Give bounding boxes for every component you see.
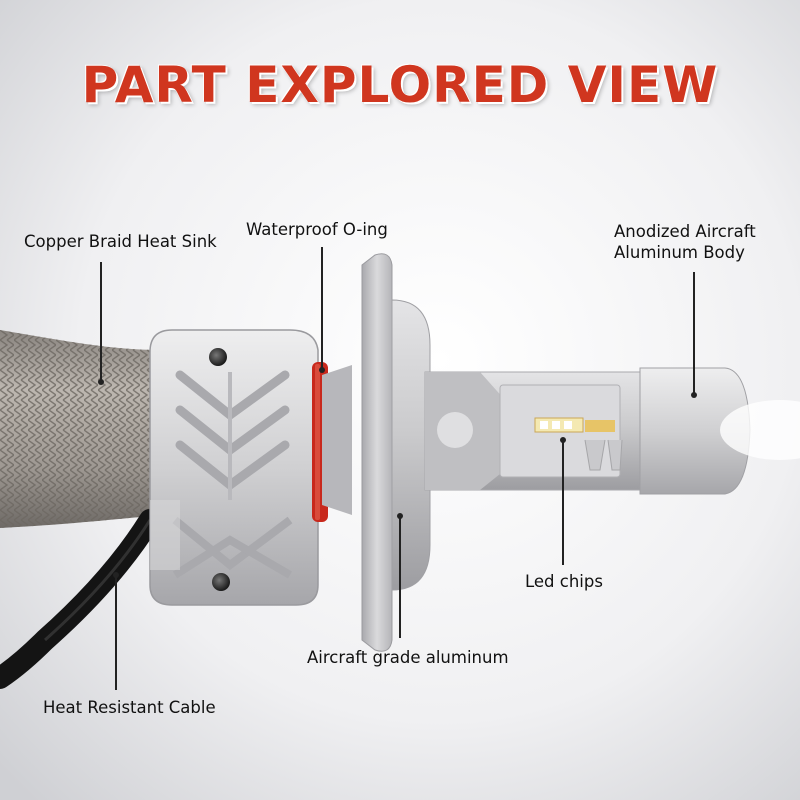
copper-braid-heat-sink: [0, 330, 160, 528]
label-heat-resistant-cable: Heat Resistant Cable: [43, 698, 216, 717]
screw-top-icon: [209, 348, 227, 366]
label-led-chips: Led chips: [525, 572, 603, 591]
leader-lines: [100, 247, 695, 690]
label-aircraft-grade-aluminum: Aircraft grade aluminum: [307, 648, 509, 667]
housing-block: [149, 329, 319, 606]
aluminum-flange: [322, 253, 431, 652]
label-anodized-line1: Anodized Aircraft: [614, 222, 756, 241]
label-anodized-body: Anodized Aircraft Aluminum Body: [614, 221, 756, 263]
heat-resistant-cable: [0, 509, 161, 689]
label-waterproof-o-ring: Waterproof O-ing: [246, 220, 388, 239]
leader-dots: [98, 367, 697, 578]
label-copper-braid-heat-sink: Copper Braid Heat Sink: [24, 232, 217, 251]
label-anodized-line2: Aluminum Body: [614, 243, 745, 262]
led-chips: [534, 417, 623, 471]
screw-bottom-icon: [212, 573, 230, 591]
page-title: PART EXPLORED VIEW: [81, 56, 719, 114]
aluminum-body: [424, 367, 751, 495]
